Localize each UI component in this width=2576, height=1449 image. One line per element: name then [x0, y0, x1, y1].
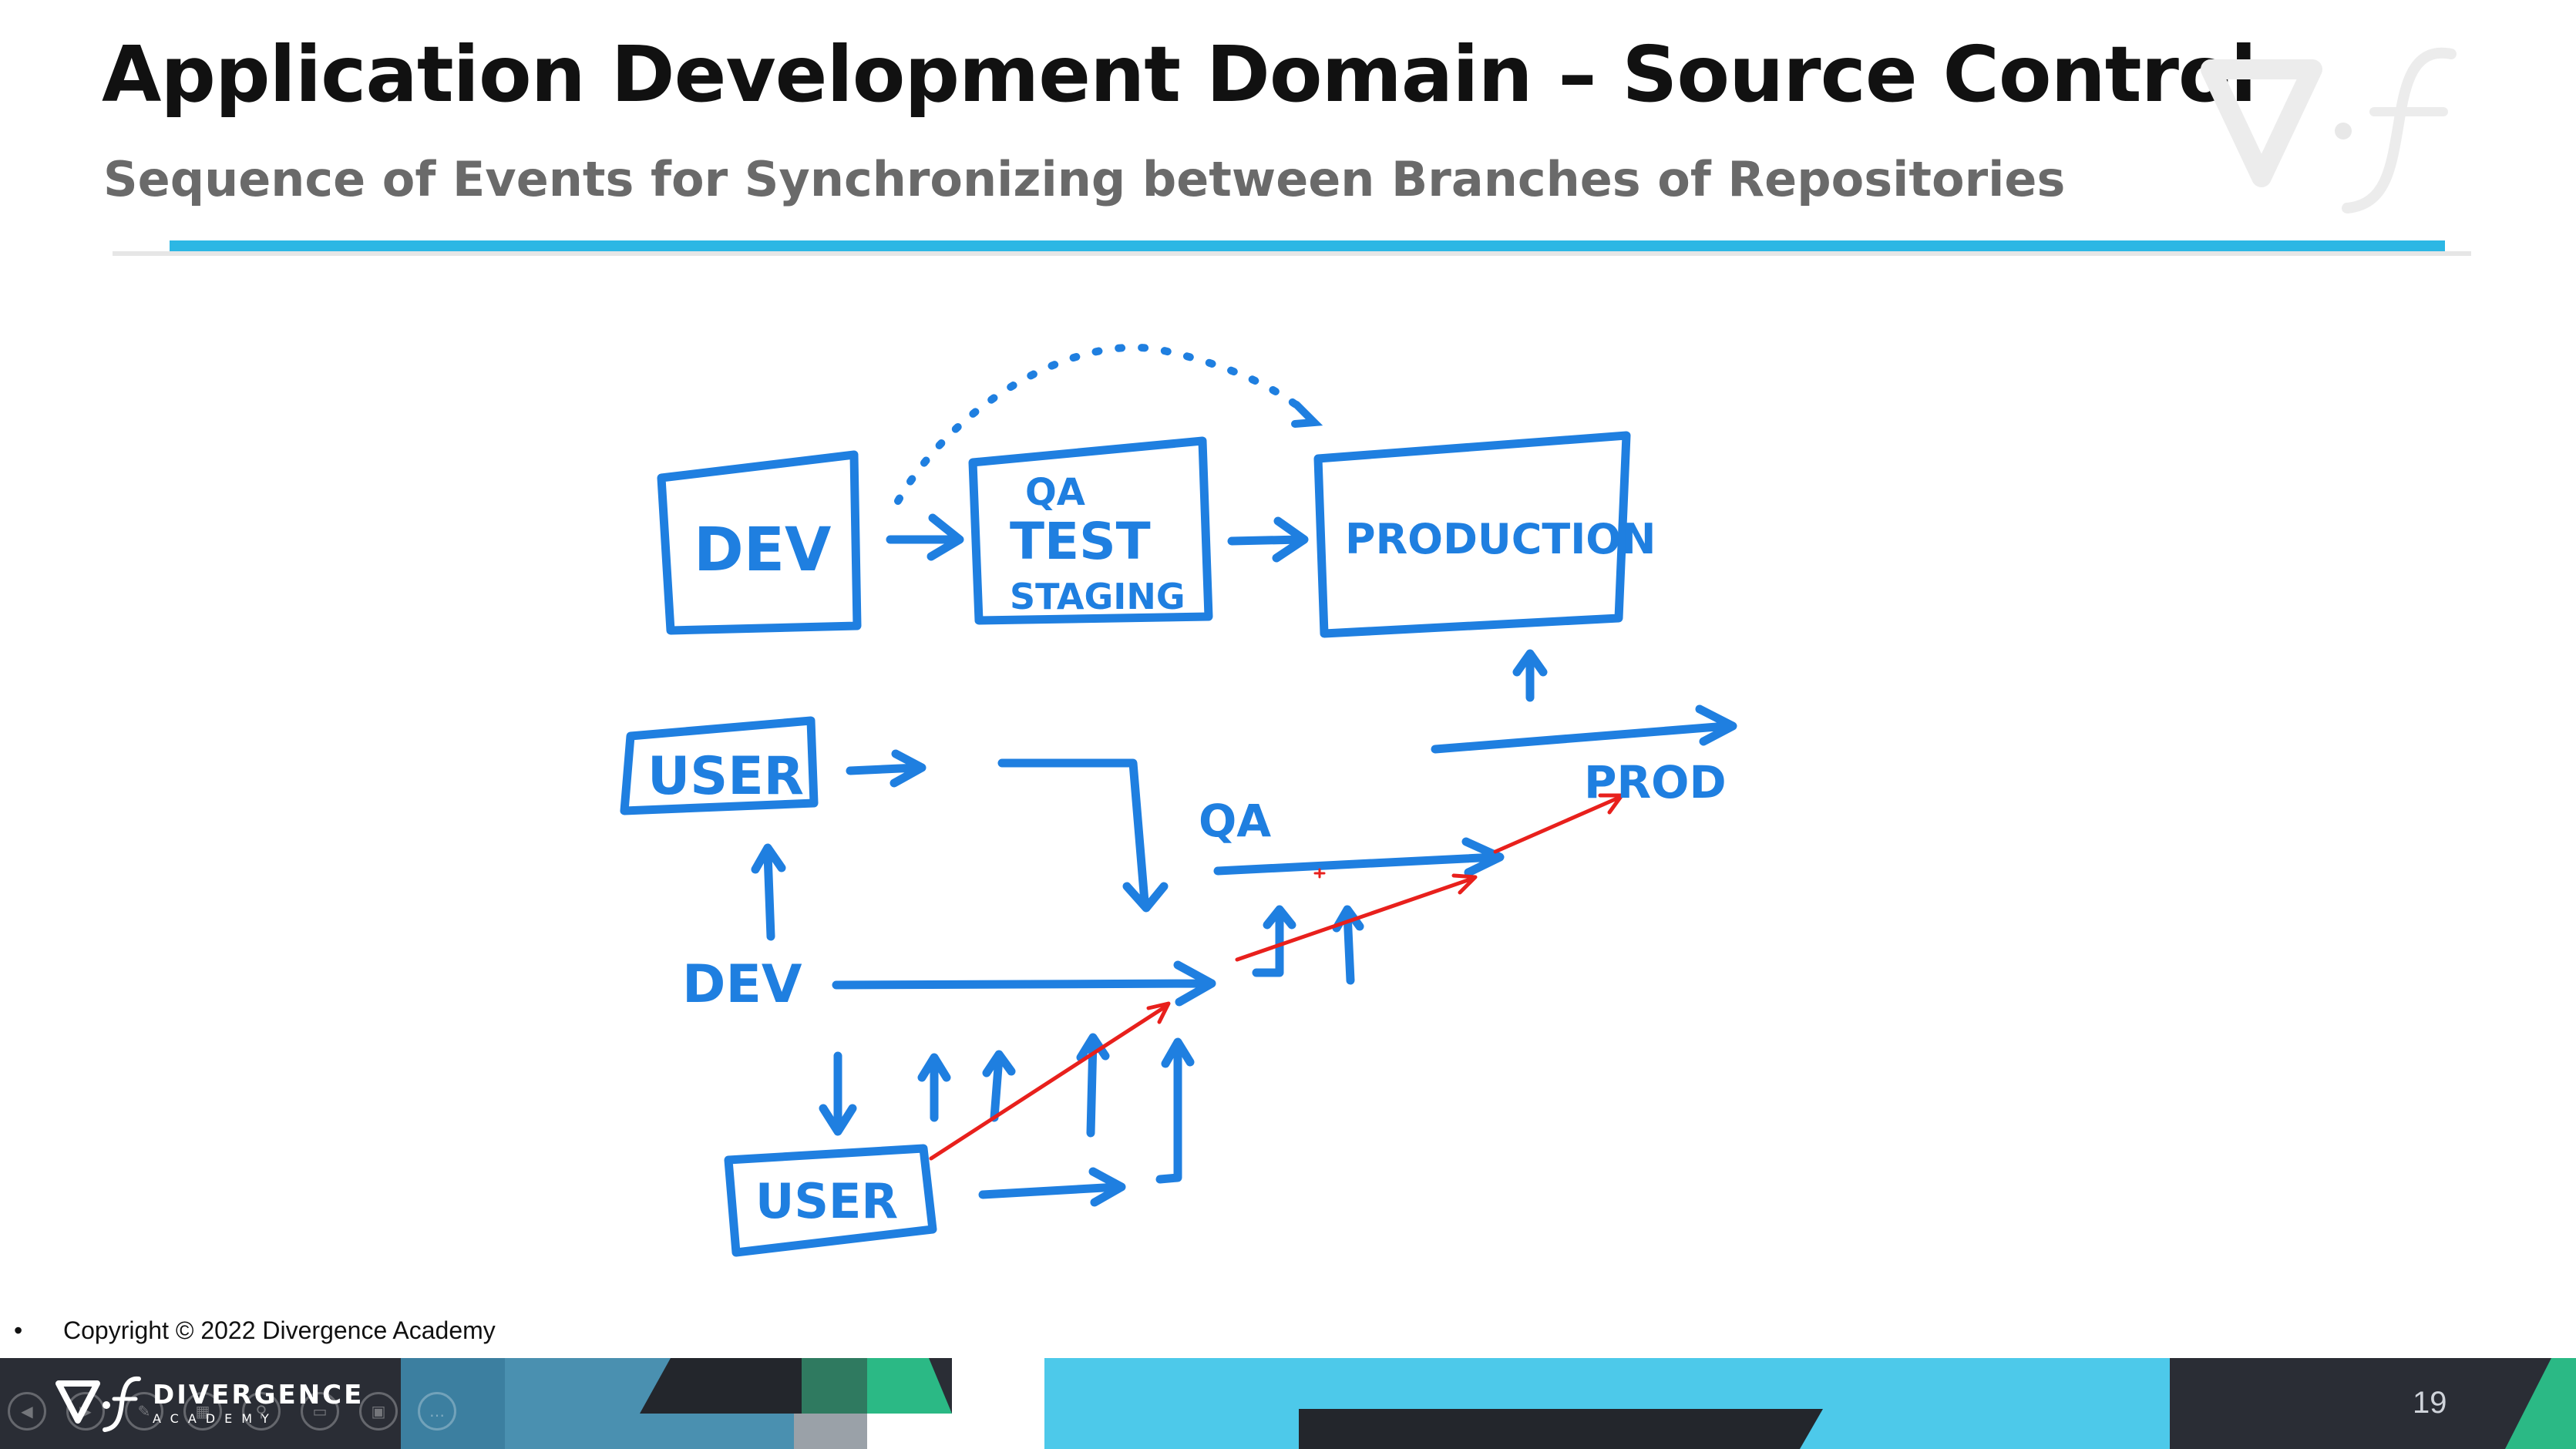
- slideshow-controls: ◀ ▶ ✎ ▦ ⚲ ▭ ▣ …: [8, 1392, 456, 1431]
- page-number: 19: [2413, 1386, 2447, 1420]
- user-bottom-label: USER: [755, 1173, 898, 1229]
- qa-to-prod-arrow: [1227, 516, 1309, 563]
- red-arrow-dev-to-qa: [1235, 873, 1478, 962]
- user-up-arrow-4: [1155, 1037, 1195, 1184]
- slides-icon[interactable]: ▣: [359, 1392, 398, 1431]
- qa-box: [968, 436, 1213, 625]
- user-up-arrow-1: [917, 1053, 951, 1122]
- user-top-arrow: [846, 749, 926, 788]
- footer-block-dark-wedge: [640, 1358, 802, 1414]
- brand-watermark-logo: [2201, 47, 2457, 213]
- production-box-label: PRODUCTION: [1345, 515, 1656, 563]
- prev-icon[interactable]: ◀: [8, 1392, 46, 1431]
- bullet: •: [14, 1316, 23, 1344]
- user-bottom-box: [724, 1144, 937, 1257]
- slide-subtitle: Sequence of Events for Synchronizing bet…: [103, 151, 2066, 207]
- red-arrow-qa-to-prod: [1493, 793, 1624, 854]
- red-arrow-user-to-dev: [929, 1001, 1171, 1161]
- footer-block-green: [867, 1358, 952, 1414]
- dev-box: [657, 450, 862, 635]
- subtitles-icon[interactable]: ▭: [301, 1392, 339, 1431]
- footer-block-green-right: [2505, 1358, 2576, 1449]
- prod-branch-label: PROD: [1584, 756, 1727, 809]
- dev-box-label: DEV: [694, 516, 831, 585]
- footer-block-white: [867, 1414, 1044, 1449]
- footer-block-grey: [794, 1414, 867, 1449]
- user-top-label: USER: [647, 746, 804, 807]
- footer-block-dark-right: [2170, 1358, 2576, 1449]
- qa-up-arrow-1: [1252, 905, 1296, 977]
- footer-block-white-gap: [952, 1358, 1044, 1414]
- grid-icon[interactable]: ▦: [183, 1392, 222, 1431]
- dev-to-production-dotted-arrow: [894, 343, 1314, 505]
- prod-branch-line: [1431, 704, 1737, 754]
- merge-path-arrow: [997, 758, 1169, 913]
- production-box: [1313, 431, 1631, 638]
- user-top-box: [620, 716, 819, 815]
- footer-block-dark-bottom: [1299, 1409, 1823, 1449]
- up-to-production-arrow: [1512, 649, 1548, 702]
- qa-box-label-line2: TEST: [1010, 512, 1151, 571]
- user-bottom-arrow: [978, 1167, 1126, 1207]
- copyright-notice: • Copyright © 2022 Divergence Academy: [14, 1316, 496, 1345]
- footer-band: DIVERGENCE ACADEMY ◀ ▶ ✎ ▦ ⚲ ▭ ▣ … 19: [0, 1358, 2576, 1449]
- footer-block-green-dark: [794, 1358, 867, 1414]
- dev-to-qa-arrow: [886, 513, 964, 561]
- more-icon[interactable]: …: [418, 1392, 456, 1431]
- dev-branch-label: DEV: [682, 954, 802, 1015]
- qa-box-label-line3: STAGING: [1010, 576, 1185, 617]
- dev-down-arrow: [819, 1051, 857, 1136]
- dev-up-arrow: [751, 843, 786, 941]
- qa-branch-label: QA: [1199, 795, 1271, 847]
- pen-icon[interactable]: ✎: [125, 1392, 163, 1431]
- title-divider: [170, 240, 2445, 251]
- next-icon[interactable]: ▶: [66, 1392, 105, 1431]
- qa-box-label-line1: QA: [1025, 471, 1085, 514]
- title-divider-shadow: [113, 251, 2471, 256]
- user-up-arrow-2: [982, 1050, 1016, 1122]
- slide-title: Application Development Domain – Source …: [102, 29, 2257, 119]
- qa-branch-line: [1213, 837, 1505, 877]
- copyright-text: Copyright © 2022 Divergence Academy: [63, 1316, 496, 1344]
- zoom-icon[interactable]: ⚲: [242, 1392, 281, 1431]
- dev-branch-line: [832, 960, 1216, 1007]
